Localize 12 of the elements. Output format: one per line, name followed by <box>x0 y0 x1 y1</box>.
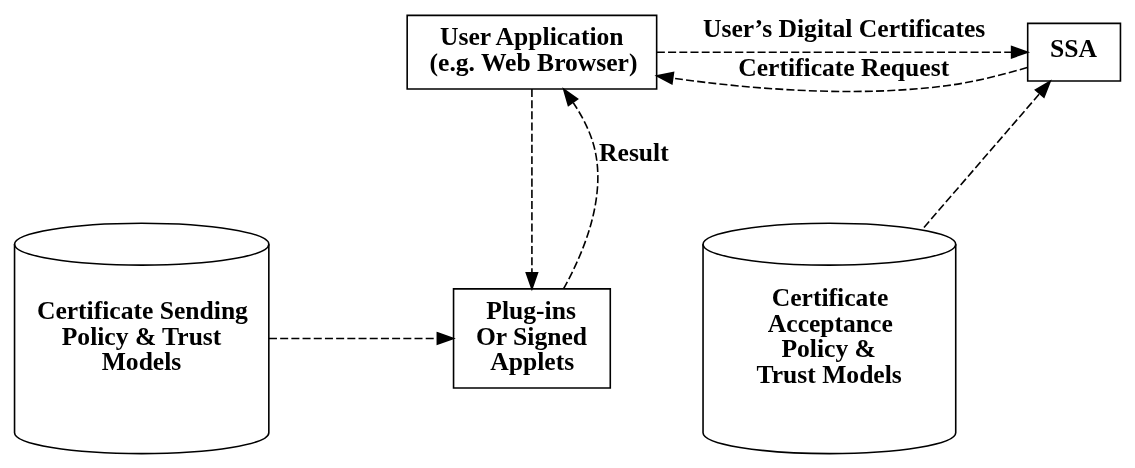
edge-label: Result <box>599 137 669 167</box>
node-box: SSA <box>1026 22 1122 82</box>
edge-label: User’s Digital Certificates <box>703 13 986 43</box>
arrow <box>562 86 599 290</box>
arrow <box>923 79 1052 228</box>
node-box: Plug-ins Or Signed Applets <box>452 287 612 389</box>
arrow <box>268 331 456 345</box>
edge-label: Certificate Request <box>738 52 950 82</box>
arrow <box>656 44 1031 59</box>
arrow <box>525 87 539 291</box>
arrow <box>654 66 1029 92</box>
node-box: User Application (e.g. Web Browser) <box>406 14 658 90</box>
